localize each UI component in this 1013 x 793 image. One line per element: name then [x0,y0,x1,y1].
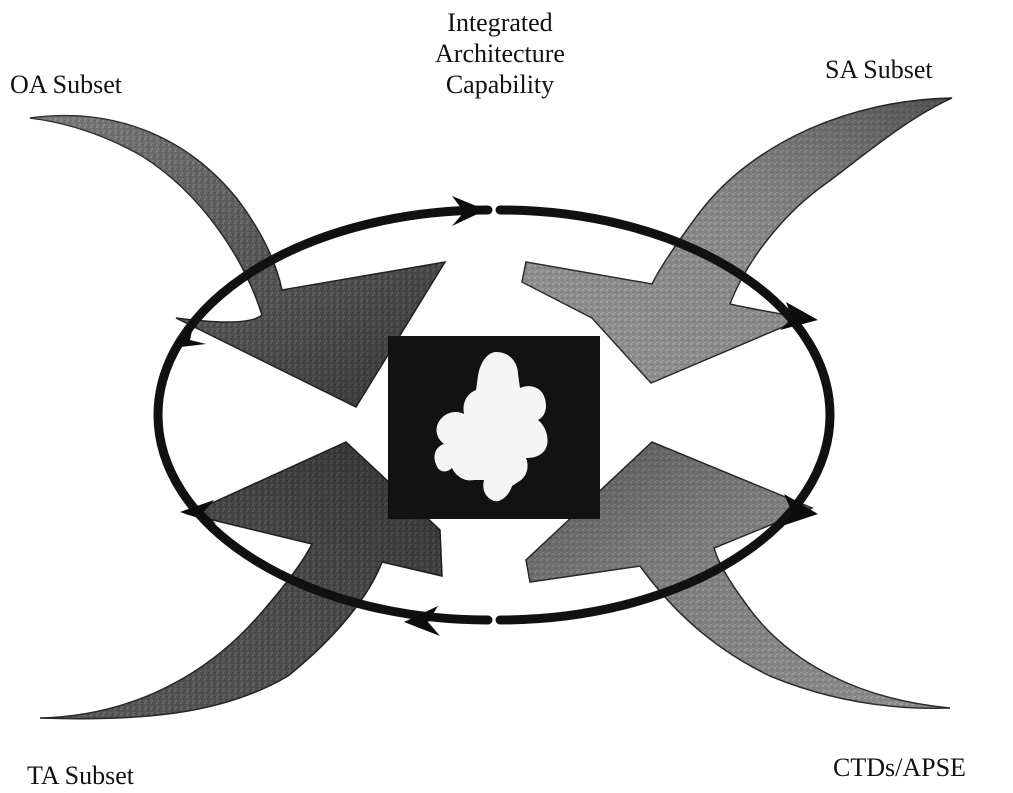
arrowhead-left-lower [180,500,216,524]
ta-swoosh-arrow [39,441,443,720]
arrowhead-left-upper [172,322,206,348]
arrowhead-top [452,196,486,226]
ta-subset-label: TA Subset [27,761,134,790]
center-title-line-1: Integrated [447,8,553,37]
ring-arc-right [495,205,835,625]
arrowhead-bottom [404,606,440,636]
ctd-swoosh-arrow [525,441,951,709]
oa-subset-label: OA Subset [10,70,122,99]
sa-subset-label: SA Subset [825,55,933,84]
center-title-line-2: Architecture [435,39,565,68]
center-title-label: Integrated Architecture Capability [380,7,620,100]
center-title-line-3: Capability [445,70,555,99]
ctds-apse-label: CTDs/APSE [833,753,966,782]
central-block [388,336,600,519]
arrowhead-right-lower [782,494,818,526]
oa-swoosh-arrow [29,114,447,408]
integration-ring [153,205,835,625]
central-cross-cutout [434,352,548,502]
ring-arc-left [153,205,493,625]
ring-arrowheads [172,196,818,636]
arrowhead-right-upper [780,302,818,330]
